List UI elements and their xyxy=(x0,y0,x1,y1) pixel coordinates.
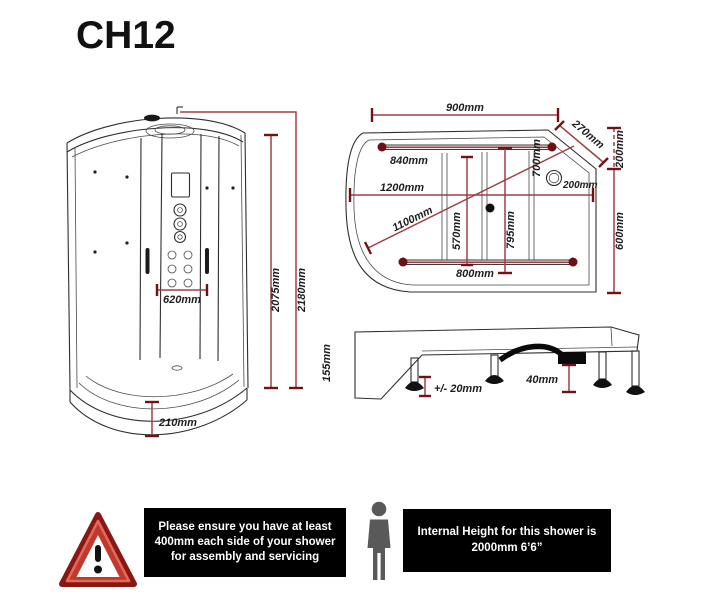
dim-label-600: 600mm xyxy=(614,212,626,250)
plan-view-drawing: 900mm 1200mm 1100mm 570mm 795mm xyxy=(330,95,706,310)
tray-profile xyxy=(354,326,640,400)
cabin-outline xyxy=(66,114,249,436)
display-screen xyxy=(170,172,191,198)
dim-label-2180: 2180mm xyxy=(296,268,308,313)
control-panel xyxy=(167,172,193,288)
front-view-drawing: 620mm 2075mm 2180mm 210mm xyxy=(55,100,315,475)
dim-label-800: 800mm xyxy=(456,268,494,280)
back-rail xyxy=(377,142,557,152)
clearance-notice: Please ensure you have at least 400mm ea… xyxy=(144,508,346,577)
dim-label-155: 155mm xyxy=(321,344,333,382)
dim-label-1200: 1200mm xyxy=(380,182,424,194)
dim-label-620: 620mm xyxy=(163,294,201,306)
page-title: CH12 xyxy=(76,14,176,57)
person-icon xyxy=(361,501,397,581)
corner-waste xyxy=(545,169,563,187)
adjustable-legs xyxy=(405,350,645,395)
dim-label-20: +/- 20mm xyxy=(434,383,482,395)
clearance-notice-text: Please ensure you have at least 400mm ea… xyxy=(154,520,336,564)
dim-label-200-waste: 200mm xyxy=(562,180,598,191)
side-view-svg: 155mm +/- 20mm 40mm xyxy=(321,326,645,400)
warning-triangle-icon xyxy=(58,506,138,594)
dim-label-570: 570mm xyxy=(451,212,463,250)
grab-handles xyxy=(145,248,209,274)
dim-label-840: 840mm xyxy=(390,155,428,167)
waste-pipe xyxy=(498,343,586,364)
dim-label-1100: 1100mm xyxy=(391,204,435,234)
plan-view-svg: 900mm 1200mm 1100mm 570mm 795mm xyxy=(345,102,626,295)
body-jets xyxy=(93,170,235,254)
dim-label-795: 795mm xyxy=(505,211,517,249)
dim-label-200-corner: 200mm xyxy=(614,130,626,169)
dome-light xyxy=(144,114,160,122)
drain xyxy=(171,365,183,371)
dim-label-270: 270mm xyxy=(569,117,607,151)
front-view-svg: 620mm 2075mm 2180mm 210mm xyxy=(66,106,308,438)
drain-hole xyxy=(485,203,495,213)
glass-panels xyxy=(441,151,535,262)
side-dimensions: 155mm +/- 20mm 40mm xyxy=(321,344,576,398)
dim-label-900: 900mm xyxy=(446,102,484,114)
dim-label-700: 700mm xyxy=(531,139,543,177)
front-rail xyxy=(398,257,578,267)
side-view-drawing: 155mm +/- 20mm 40mm xyxy=(318,315,706,420)
internal-height-notice-text: Internal Height for this shower is 2000m… xyxy=(417,526,597,554)
dim-label-40: 40mm xyxy=(525,374,558,386)
dim-label-2075: 2075mm xyxy=(270,268,282,313)
dim-label-210: 210mm xyxy=(158,417,197,429)
tray-outline xyxy=(345,129,597,293)
internal-height-notice: Internal Height for this shower is 2000m… xyxy=(403,509,611,572)
front-dimensions: 620mm 2075mm 2180mm 210mm xyxy=(145,106,308,438)
